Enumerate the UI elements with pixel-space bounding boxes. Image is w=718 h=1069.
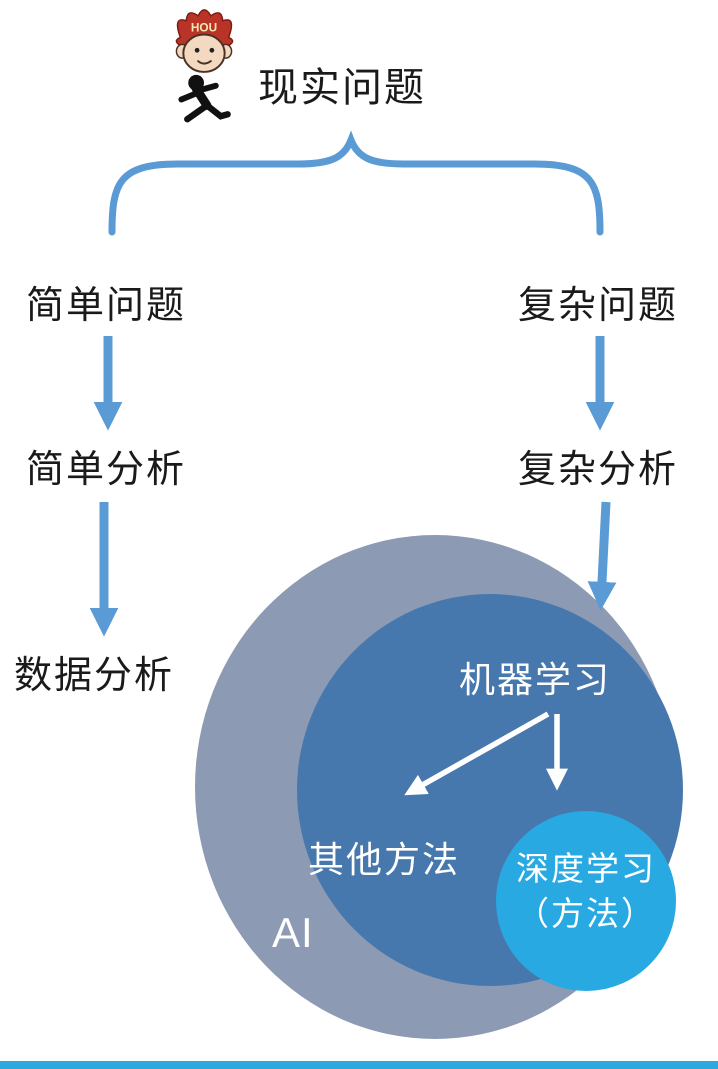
complex-problem-label: 复杂问题 [518, 285, 679, 327]
complex-analysis-label: 复杂分析 [518, 449, 679, 491]
deep-learning-label-line2: （方法） [516, 895, 656, 932]
arrow-complex-analysis-to-ml [587, 501, 617, 611]
runner-legs [184, 102, 231, 123]
simple-analysis-label: 简单分析 [26, 449, 187, 491]
machine-learning-label: 机器学习 [458, 659, 611, 700]
monkey-eye-right [209, 47, 215, 53]
root-problem-label: 现实问题 [258, 66, 426, 110]
monkey-eye-left [194, 47, 200, 53]
data-analysis-label: 数据分析 [14, 655, 175, 697]
monkey-mouth [197, 60, 212, 65]
monkey-mascot-icon: HOU [175, 9, 234, 123]
deep-learning-circle [496, 811, 676, 991]
footer-bar [0, 1061, 718, 1069]
runner-arms [178, 82, 219, 103]
deep-learning-label-line1: 深度学习 [516, 850, 656, 887]
brace-connector [108, 130, 604, 236]
monkey-face [182, 33, 226, 73]
ai-label: AI [272, 909, 314, 956]
monkey-cap-text: HOU [191, 21, 217, 35]
arrow-ml-to-other-methods [404, 711, 550, 796]
other-methods-label: 其他方法 [308, 839, 461, 880]
simple-problem-label: 简单问题 [26, 285, 187, 327]
